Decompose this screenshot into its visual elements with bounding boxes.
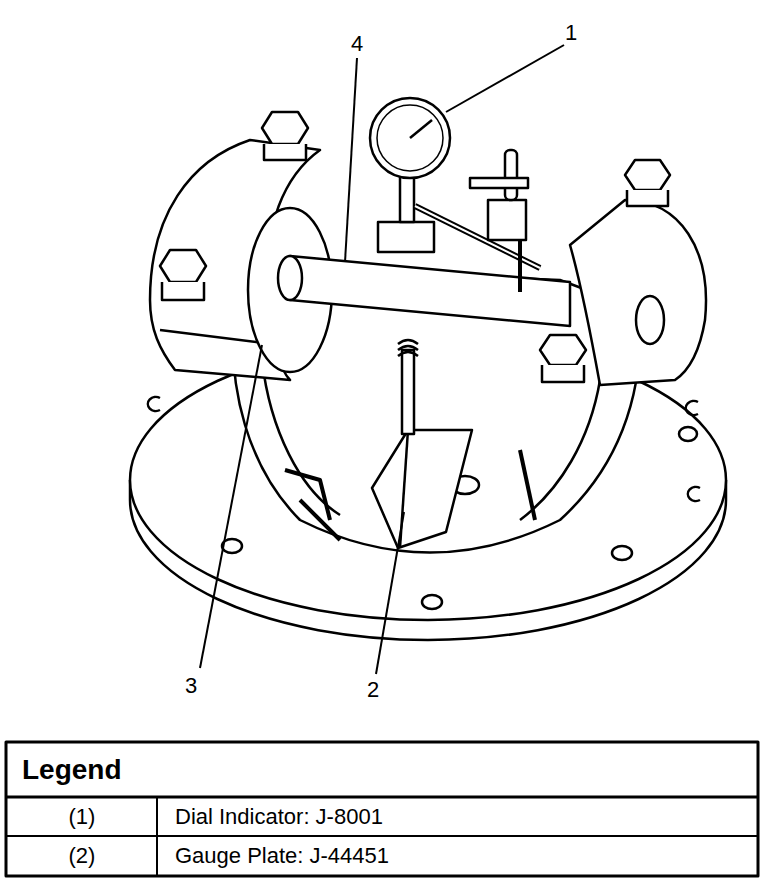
callout-number: 1 <box>565 20 577 45</box>
callout-number: 2 <box>367 677 379 702</box>
label-holder: 2 <box>367 677 379 703</box>
legend-description: Gauge Plate: J-44451 <box>175 843 389 868</box>
callout-number: 3 <box>185 673 197 698</box>
label-holder: 3 <box>185 673 197 699</box>
label-holder: (1) <box>69 804 96 830</box>
label-holder: (2) <box>69 843 96 869</box>
legend-heading: Legend <box>22 754 122 785</box>
label-holder: Gauge Plate: J-44451 <box>175 843 389 869</box>
label-holder: 1 <box>565 20 577 46</box>
legend-key: (2) <box>69 843 96 868</box>
label-holder: Legend <box>22 754 122 786</box>
label-holder: 4 <box>351 31 363 57</box>
legend-key: (1) <box>69 804 96 829</box>
label-holder: Dial Indicator: J-8001 <box>175 804 383 830</box>
callout-number: 4 <box>351 31 363 56</box>
legend-description: Dial Indicator: J-8001 <box>175 804 383 829</box>
